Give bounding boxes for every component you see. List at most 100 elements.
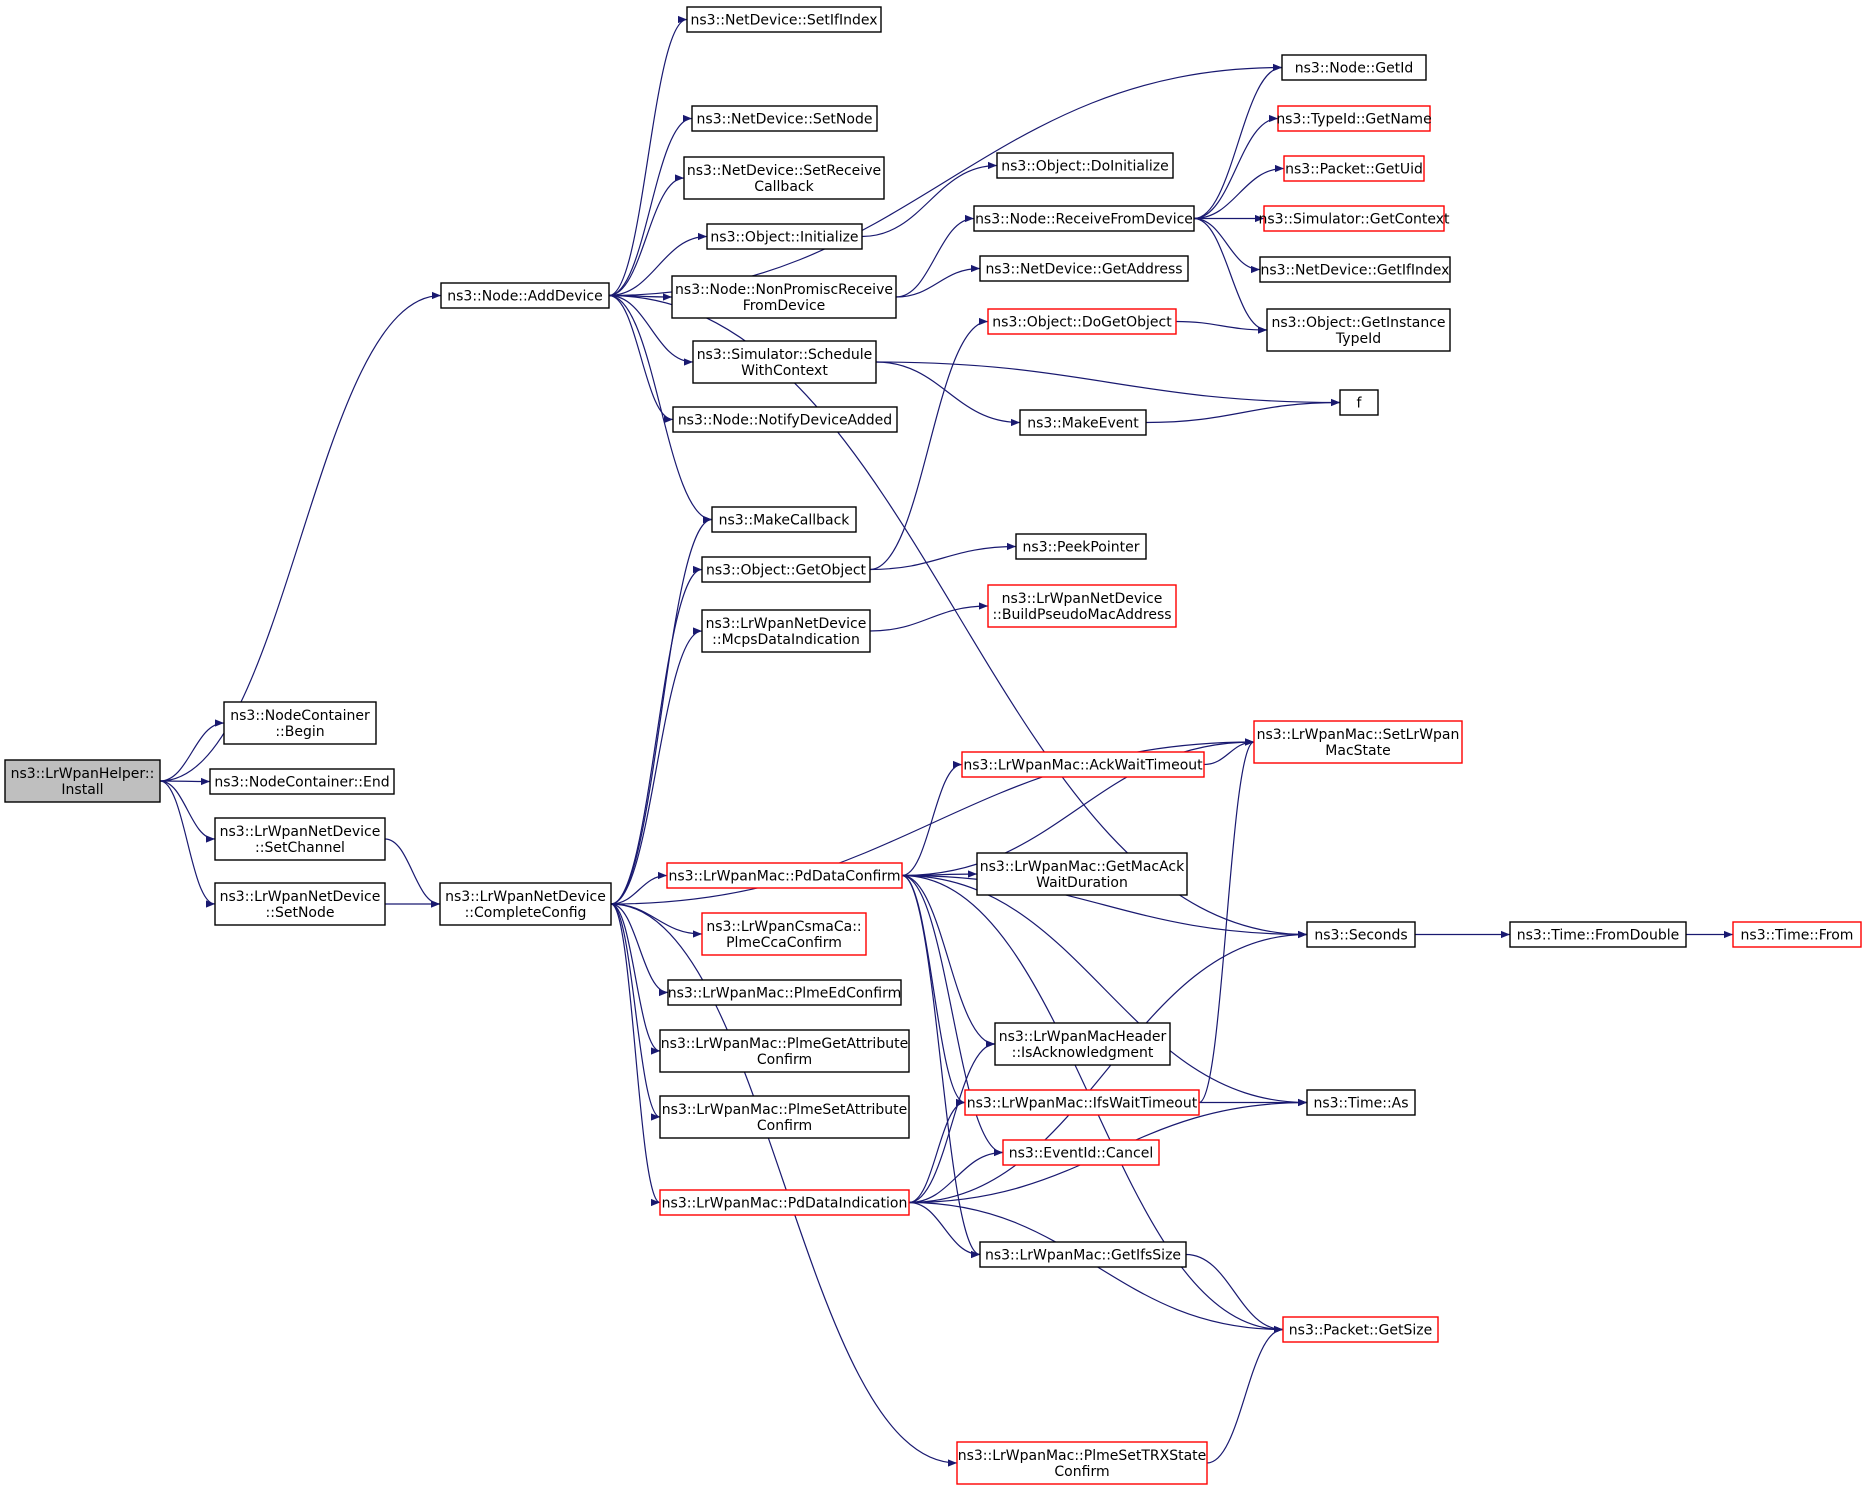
node-box [691, 105, 878, 132]
node-label: ns3::Object::GetObject [706, 563, 867, 579]
node-plmecca[interactable]: ns3::LrWpanCsmaCa::PlmeCcaConfirm [701, 912, 867, 956]
node-pddataind[interactable]: ns3::LrWpanMac::PdDataIndication [659, 1189, 910, 1216]
node-isack[interactable]: ns3::LrWpanMacHeader::IsAcknowledgment [994, 1022, 1171, 1066]
node-label: PlmeCcaConfirm [726, 935, 842, 951]
node-box [1002, 1139, 1160, 1166]
node-box [994, 1022, 1171, 1066]
call-edge-makeevent-to-f [1145, 398, 1341, 424]
node-label: ns3::EventId::Cancel [1009, 1146, 1154, 1162]
node-label: ns3::NetDevice::SetReceive [687, 163, 881, 179]
node-label: ns3::Node::GetId [1295, 61, 1413, 77]
call-edge-pddataind-to-seconds [908, 930, 1308, 1204]
node-box [1282, 1316, 1439, 1343]
node-label: ns3::LrWpanMac::PlmeEdConfirm [668, 986, 902, 1002]
call-edge-completeconfig-to-getobject [610, 565, 703, 905]
node-adddevice[interactable]: ns3::Node::AddDevice [440, 282, 610, 309]
node-box [996, 152, 1174, 179]
node-mcpsdata[interactable]: ns3::LrWpanNetDevice::McpsDataIndication [701, 609, 871, 653]
node-buildpseudo[interactable]: ns3::LrWpanNetDevice::BuildPseudoMacAddr… [987, 584, 1177, 628]
node-setnode_dev[interactable]: ns3::LrWpanNetDevice::SetNode [214, 882, 386, 926]
node-label: ns3::Object::Initialize [710, 230, 858, 246]
call-edge-adddevice-to-setnode_nd [608, 114, 693, 297]
node-timefrom[interactable]: ns3::Time::From [1732, 921, 1862, 948]
node-setifindex[interactable]: ns3::NetDevice::SetIfIndex [686, 6, 882, 33]
node-label: ns3::Time::FromDouble [1517, 928, 1680, 944]
node-label: MacState [1325, 743, 1390, 759]
node-nc_begin[interactable]: ns3::NodeContainer::Begin [223, 701, 377, 745]
node-receivefrom[interactable]: ns3::Node::ReceiveFromDevice [973, 205, 1195, 232]
node-dogetobject[interactable]: ns3::Object::DoGetObject [987, 308, 1177, 335]
node-box [1281, 54, 1427, 81]
node-fromdouble[interactable]: ns3::Time::FromDouble [1509, 921, 1687, 948]
call-edge-nonpromisc-to-receivefrom [895, 214, 975, 298]
node-label: ns3::NodeContainer::End [214, 775, 389, 791]
call-edge-pddataconfirm-to-getifssize [901, 874, 981, 1259]
node-box [439, 882, 612, 926]
node-seconds[interactable]: ns3::Seconds [1306, 921, 1416, 948]
call-edge-install-to-setnode_dev [159, 780, 216, 908]
call-edge-schedulectx-to-f [875, 361, 1341, 407]
node-f[interactable]: f [1339, 389, 1379, 416]
node-getcontext[interactable]: ns3::Simulator::GetContext [1258, 205, 1450, 232]
node-nc_end[interactable]: ns3::NodeContainer::End [209, 768, 395, 795]
node-label: TypeId [1335, 331, 1381, 347]
node-label: ns3::Time::As [1313, 1096, 1408, 1112]
node-label: WithContext [741, 363, 828, 379]
node-peekpointer[interactable]: ns3::PeekPointer [1015, 533, 1147, 560]
node-cancel[interactable]: ns3::EventId::Cancel [1002, 1139, 1160, 1166]
node-label: ns3::MakeEvent [1027, 416, 1139, 432]
node-label: ns3::LrWpanMac::AckWaitTimeout [963, 758, 1203, 774]
call-edge-completeconfig-to-setstate [610, 738, 1255, 905]
call-edge-completeconfig-to-mcpsdata [610, 627, 703, 905]
call-edge-getobject-to-dogetobject [869, 317, 989, 571]
node-getuid[interactable]: ns3::Packet::GetUid [1283, 155, 1425, 182]
node-box [1732, 921, 1862, 948]
node-box [706, 223, 863, 250]
node-doinitialize[interactable]: ns3::Object::DoInitialize [996, 152, 1174, 179]
node-setchannel[interactable]: ns3::LrWpanNetDevice::SetChannel [214, 817, 386, 861]
node-getaddress[interactable]: ns3::NetDevice::GetAddress [979, 255, 1189, 282]
node-notifyadded[interactable]: ns3::Node::NotifyDeviceAdded [672, 406, 898, 433]
node-label: ns3::Node::NonPromiscReceive [675, 282, 893, 298]
edges-layer [159, 15, 1733, 1467]
node-setnode_nd[interactable]: ns3::NetDevice::SetNode [691, 105, 878, 132]
node-initialize[interactable]: ns3::Object::Initialize [706, 223, 863, 250]
node-box [1306, 1089, 1416, 1116]
node-label: ns3::LrWpanMac::PdDataConfirm [669, 869, 901, 885]
node-getifindex[interactable]: ns3::NetDevice::GetIfIndex [1259, 256, 1451, 283]
call-edge-install-to-nc_begin [159, 719, 225, 782]
node-getifssize[interactable]: ns3::LrWpanMac::GetIfsSize [979, 1241, 1187, 1268]
node-makeevent[interactable]: ns3::MakeEvent [1019, 409, 1147, 436]
node-getid[interactable]: ns3::Node::GetId [1281, 54, 1427, 81]
node-getobject[interactable]: ns3::Object::GetObject [701, 556, 871, 583]
node-plmeed[interactable]: ns3::LrWpanMac::PlmeEdConfirm [667, 979, 902, 1006]
node-completeconfig[interactable]: ns3::LrWpanNetDevice::CompleteConfig [439, 882, 612, 926]
call-edge-adddevice-to-setifindex [608, 15, 688, 297]
call-edge-pddataconfirm-to-ifswait [901, 874, 966, 1107]
node-ackwait[interactable]: ns3::LrWpanMac::AckWaitTimeout [961, 751, 1205, 778]
node-getsize[interactable]: ns3::Packet::GetSize [1282, 1316, 1439, 1343]
node-pddataconfirm[interactable]: ns3::LrWpanMac::PdDataConfirm [666, 862, 903, 889]
node-label: ns3::Time::From [1741, 928, 1854, 944]
node-label: ns3::NetDevice::GetAddress [985, 262, 1182, 278]
node-box [1339, 389, 1379, 416]
call-edge-getifssize-to-getsize [1185, 1253, 1284, 1334]
node-getname[interactable]: ns3::TypeId::GetName [1276, 105, 1432, 132]
node-box [701, 912, 867, 956]
call-edge-plmesettrx-to-getsize [1206, 1325, 1284, 1464]
node-makecallback[interactable]: ns3::MakeCallback [711, 506, 857, 533]
node-box [209, 768, 395, 795]
node-box [666, 862, 903, 889]
node-ifswait[interactable]: ns3::LrWpanMac::IfsWaitTimeout [964, 1089, 1200, 1116]
node-timeas[interactable]: ns3::Time::As [1306, 1089, 1416, 1116]
node-box [683, 156, 885, 200]
